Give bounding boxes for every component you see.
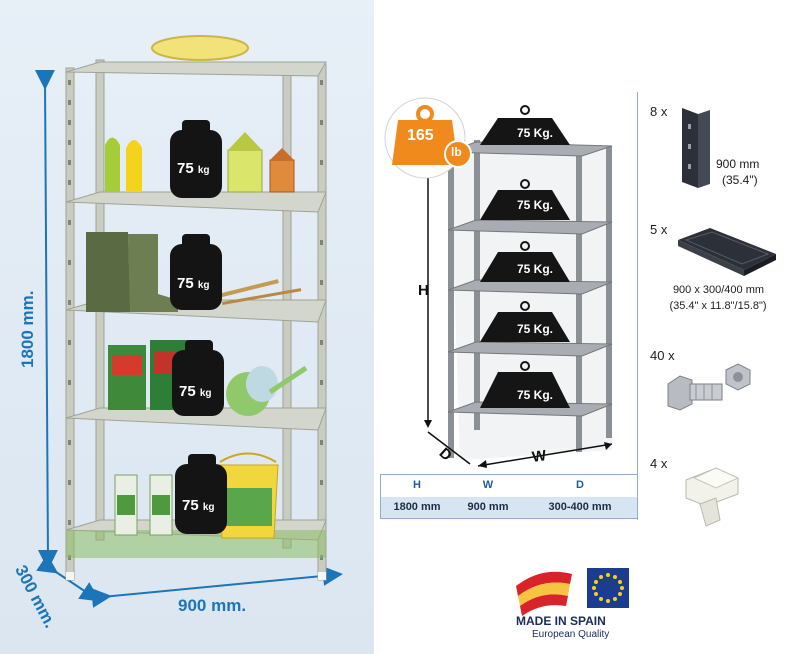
weight-capacity-badge <box>384 97 472 179</box>
part-desc: 900 mm <box>716 157 760 171</box>
diagram-d-arrow <box>427 431 471 465</box>
weight-label: 75 kg <box>179 383 212 400</box>
depth-arrow <box>36 554 101 602</box>
foot-cap-icon <box>685 467 740 527</box>
part-count: 40 x <box>650 348 675 363</box>
diagram-weight-5 <box>480 361 570 408</box>
part-desc: 900 x 300/400 mm <box>672 284 765 296</box>
diagram-weight-4 <box>480 301 570 342</box>
diagram-w-arrow <box>477 443 613 467</box>
european-quality-label: European Quality <box>532 629 610 640</box>
diagram-load-label: 75 Kg. <box>516 126 553 140</box>
product-photo-panel: 75 kg 75 kg 75 kg 75 kg 1800 mm. 300 mm.… <box>0 0 374 654</box>
weight-label: 75 kg <box>182 497 215 514</box>
part-desc: (35.4" x 11.8"/15.8") <box>669 300 767 312</box>
table-header-row: H W D <box>381 475 637 498</box>
garden-tools <box>210 279 302 305</box>
diagram-weight-2 <box>480 179 570 220</box>
shelf-diagram <box>384 97 613 468</box>
dimensions-table: H W D 1800 mm 900 mm 300-400 mm <box>380 474 638 519</box>
bolt-nut-icon <box>667 363 751 411</box>
height-dimension-label: 1800 mm. <box>18 290 37 369</box>
table-cell: 900 mm <box>467 501 509 513</box>
weight-4 <box>175 454 227 534</box>
width-dimension-label: 900 mm. <box>178 596 247 615</box>
weight-2 <box>170 234 222 310</box>
rubber-boots <box>86 232 178 312</box>
weight-3 <box>172 340 224 416</box>
parts-divider <box>637 92 638 520</box>
axis-w-label: W <box>530 447 548 466</box>
part-count: 8 x <box>650 104 668 119</box>
garden-hose <box>151 35 249 61</box>
table-cell: 1800 mm <box>393 501 441 513</box>
diagram-load-label: 75 Kg. <box>516 322 553 336</box>
watering-can <box>226 365 308 416</box>
shelf-illustration <box>34 35 343 608</box>
shelf-panel-icon <box>678 228 776 276</box>
weight-label: 75 kg <box>177 275 210 292</box>
diagram-weight-1 <box>480 105 570 145</box>
width-arrow <box>91 565 343 608</box>
table-row: 1800 mm 900 mm 300-400 mm <box>381 497 637 518</box>
diagram-load-label: 75 Kg. <box>516 198 553 212</box>
badge-unit: lb <box>451 145 462 159</box>
table-header-cell: H <box>413 479 421 491</box>
weight-1 <box>170 120 222 198</box>
garden-lanterns <box>227 132 295 193</box>
diagram-weight-3 <box>480 241 570 282</box>
part-count: 4 x <box>650 456 668 471</box>
part-count: 5 x <box>650 222 668 237</box>
made-in-spain-label: MADE IN SPAIN <box>516 614 606 628</box>
fertilizer-bucket <box>217 452 279 539</box>
shelf-feet <box>66 572 326 580</box>
height-arrow <box>34 69 58 570</box>
upright-post-icon <box>682 108 710 188</box>
spain-flag-logo <box>516 571 572 616</box>
table-header-cell: W <box>482 479 494 491</box>
axis-h-label: H <box>418 282 429 299</box>
bottom-shelf-tint <box>66 530 326 558</box>
part-desc: (35.4") <box>722 173 758 187</box>
badge-number: 165 <box>407 127 434 144</box>
diagram-load-label: 75 Kg. <box>516 262 553 276</box>
fertilizer-boxes <box>114 474 173 536</box>
diagram-load-label: 75 Kg. <box>516 388 553 402</box>
table-cell: 300-400 mm <box>548 501 612 513</box>
spray-bottles <box>105 137 142 192</box>
weight-label: 75 kg <box>177 160 210 177</box>
table-header-cell: D <box>576 479 584 491</box>
eu-flag-logo <box>587 568 629 608</box>
diagram-shelves <box>447 141 613 417</box>
